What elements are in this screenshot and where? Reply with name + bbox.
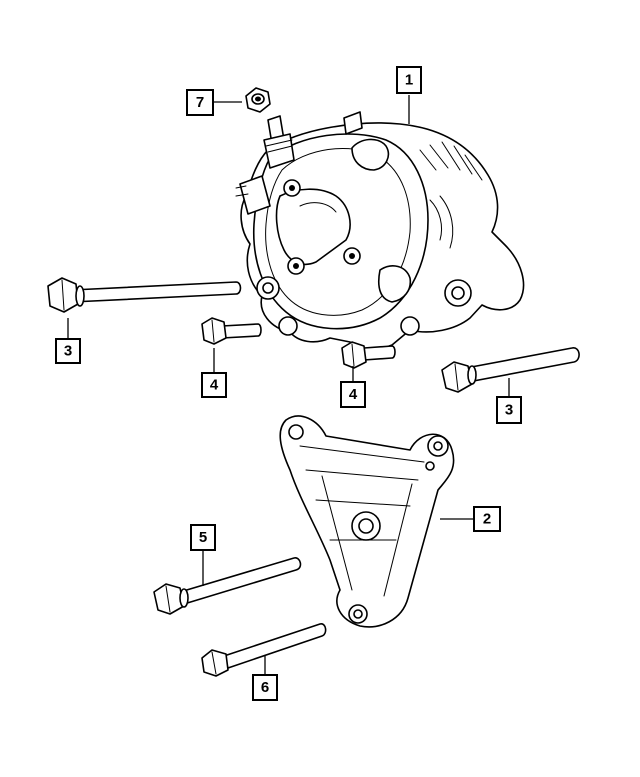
callout-4-left: 4: [201, 372, 227, 398]
callout-label: 5: [199, 529, 207, 546]
alternator[interactable]: [235, 111, 525, 351]
long-bolt-left[interactable]: [47, 277, 242, 313]
callout-2: 2: [473, 506, 501, 532]
callout-1: 1: [396, 66, 422, 94]
short-bolt-right[interactable]: [341, 341, 396, 369]
callout-label: 1: [405, 72, 413, 89]
callout-label: 6: [261, 679, 269, 696]
callout-label: 3: [64, 343, 72, 360]
mounting-bracket[interactable]: [279, 415, 455, 628]
bracket-bolt-lower[interactable]: [201, 623, 327, 677]
callout-3-left: 3: [55, 338, 81, 364]
callout-label: 3: [505, 402, 513, 419]
callout-4-right: 4: [340, 381, 366, 408]
callout-label: 4: [349, 386, 358, 403]
callout-5: 5: [190, 524, 216, 551]
bracket-bolt-upper[interactable]: [153, 557, 302, 615]
long-bolt-right[interactable]: [441, 347, 580, 393]
callout-3-right: 3: [496, 396, 522, 424]
callout-label: 4: [210, 377, 219, 394]
callout-label: 7: [196, 94, 204, 111]
callout-label: 2: [483, 511, 491, 528]
callout-6: 6: [252, 674, 278, 701]
leader-lines: [67, 95, 510, 674]
short-bolt-left[interactable]: [201, 317, 262, 345]
callout-7: 7: [186, 89, 214, 116]
terminal-nut[interactable]: [245, 87, 271, 113]
